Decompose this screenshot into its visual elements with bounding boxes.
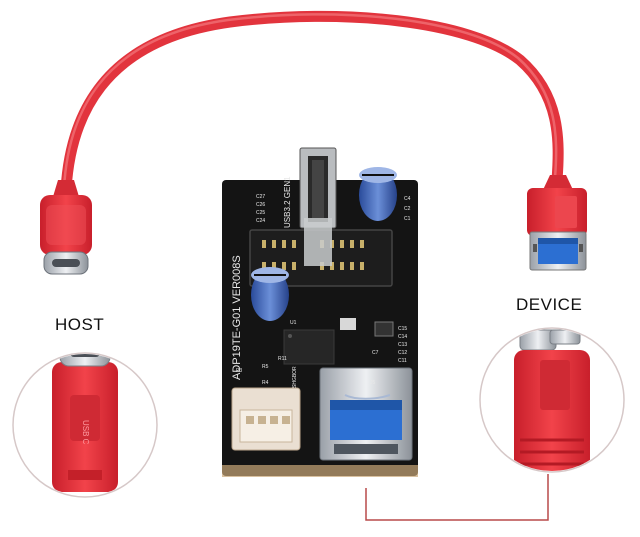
silkscreen-label: C4 (404, 196, 411, 202)
device-label: DEVICE (516, 295, 583, 314)
host-label: HOST (55, 315, 105, 334)
controller-chip (283, 329, 335, 365)
capacitor (359, 167, 397, 221)
host-callout: USB C (12, 352, 158, 498)
capacitor (251, 267, 289, 321)
usb-a-female-port (319, 367, 413, 461)
silkscreen-label: P3 (236, 368, 242, 374)
silkscreen-label: C7 (372, 350, 379, 356)
pcb-header-text: USB3.2 GEN1 (283, 176, 292, 228)
callout-line (365, 474, 549, 521)
usb-micro-b-connector-icon (519, 329, 581, 351)
silkscreen-label: C25 (256, 210, 265, 216)
silkscreen-label: C1 (404, 216, 411, 222)
silkscreen-label: C14 (398, 334, 407, 340)
usb-c-connector-icon (59, 354, 111, 367)
svg-text:USB C: USB C (81, 420, 90, 445)
usb-a-plug (527, 175, 587, 271)
device-callout (479, 327, 625, 473)
silkscreen-label: C11 (398, 358, 407, 364)
silkscreen-label: U1 (290, 320, 297, 326)
pcb-model-text: ADP19TE-G01 VER008S (231, 255, 243, 380)
silkscreen-label: C2 (404, 206, 411, 212)
silkscreen-label: C26 (256, 202, 265, 208)
pcb-board: ADP19TE-G01 VER008S USB3.2 GEN1 SHGBOR C… (222, 147, 418, 477)
silkscreen-label: C27 (256, 194, 265, 200)
silkscreen-label: R5 (262, 364, 269, 370)
pcb-small-text: SHGBOR (292, 366, 298, 388)
silkscreen-label: C15 (398, 326, 407, 332)
usb-c-plug (40, 180, 92, 275)
silkscreen-label: C12 (398, 350, 407, 356)
usb-c-connector-icon (43, 251, 89, 275)
silkscreen-label: R11 (278, 356, 287, 362)
silkscreen-label: C24 (256, 218, 265, 224)
usb-a-connector-icon (529, 231, 587, 271)
silkscreen-label: C13 (398, 342, 407, 348)
silkscreen-label: J5 (370, 380, 376, 386)
silkscreen-label: R4 (262, 380, 269, 386)
